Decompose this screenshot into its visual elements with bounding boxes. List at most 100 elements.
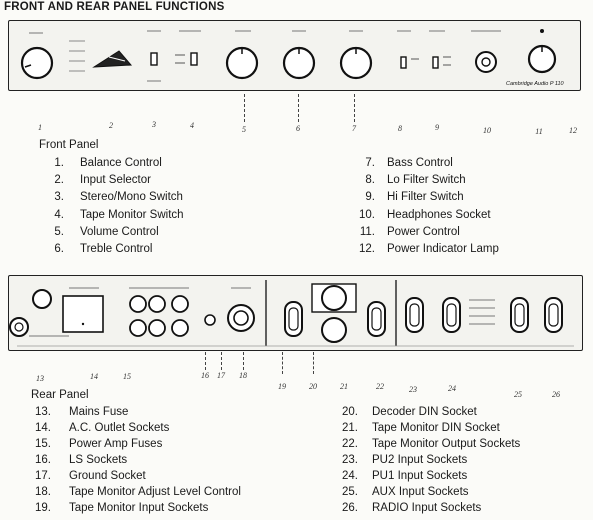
mains-fuse [9, 289, 52, 337]
legend-label: RADIO Input Sockets [372, 502, 482, 514]
radio-input-sockets [544, 297, 563, 333]
legend-item: 23. PU2 Input Sockets [338, 452, 520, 468]
legend-item: 14. A.C. Outlet Sockets [31, 420, 241, 436]
callout-leader [282, 352, 283, 374]
callout-number: 7 [352, 124, 356, 133]
legend-label: Mains Fuse [69, 406, 129, 418]
stereo-mono-switch [147, 30, 161, 82]
legend-item: 24.PU1 Input Sockets [338, 468, 520, 484]
legend-label: Treble Control [80, 243, 153, 256]
input-selector [69, 40, 133, 72]
legend-label: Tape Monitor Input Sockets [69, 502, 209, 514]
legend-label: LS Sockets [69, 454, 128, 466]
legend-label: Balance Control [80, 157, 162, 169]
callout-number: 2 [109, 121, 113, 130]
legend-number: 7. [365, 157, 375, 169]
headphones-socket [471, 30, 501, 73]
legend-label: Stereo/Mono Switch [80, 191, 183, 204]
callout-number: 14 [90, 372, 98, 381]
front-panel-heading: Front Panel [39, 139, 99, 151]
callout-leader [205, 352, 206, 370]
legend-item: 2. Input Selector [50, 172, 184, 189]
front-legend-left: 1.Balance Control 2.Input Selector 3.Ste… [50, 155, 184, 258]
legend-number: 21. [342, 422, 358, 434]
legend-label: Ground Socket [69, 470, 146, 482]
rear-panel-heading: Rear Panel [31, 389, 89, 401]
ac-outlet-sockets [62, 287, 104, 333]
front-panel-drawing: Cambridge Audio P 110 [8, 20, 581, 91]
treble-knob [282, 46, 316, 80]
legend-item: 22.Tape Monitor Output Sockets [338, 436, 520, 452]
callout-number: 13 [36, 374, 44, 383]
legend-number: 12. [359, 243, 375, 256]
legend-label: PU2 Input Sockets [372, 454, 468, 466]
legend-item: 19.Tape Monitor Input Sockets [31, 500, 241, 516]
legend-number: 6. [54, 243, 64, 256]
lo-filter-switch [397, 30, 419, 69]
legend-label: Power Control [387, 225, 460, 238]
rear-legend-left: 13.Mains Fuse 14.A.C. Outlet Sockets 15.… [31, 404, 241, 516]
ground-socket [204, 314, 216, 326]
legend-item: 21.Tape Monitor DIN Socket [338, 420, 520, 436]
legend-number: 4. [54, 208, 64, 221]
legend-label: Tape Monitor Adjust Level Control [69, 486, 241, 498]
front-legend-right: 7. Bass Control 8.Lo Filter Switch 9.Hi F… [355, 155, 499, 258]
legend-number: 23. [342, 454, 358, 466]
legend-label: Tape Monitor Output Sockets [372, 438, 521, 450]
bass-knob [339, 46, 373, 80]
legend-item: 5. Volume Control [50, 224, 184, 241]
legend-item: 15.Power Amp Fuses [31, 436, 241, 452]
legend-item: 12. Power Indicator Lamp [355, 241, 499, 258]
legend-item: 8.Lo Filter Switch [355, 172, 499, 189]
callout-number: 5 [242, 125, 246, 134]
legend-item: 25.AUX Input Sockets [338, 484, 520, 500]
selector-markings [469, 299, 495, 325]
tape-monitor-din-socket [321, 317, 347, 343]
legend-label: Bass Control [387, 157, 453, 169]
legend-item: 16.LS Sockets [31, 452, 241, 468]
callout-number: 15 [123, 372, 131, 381]
callout-number: 19 [278, 382, 286, 391]
brand-label: Cambridge Audio P 110 [506, 81, 565, 87]
legend-item: 10.Headphones Socket [355, 207, 499, 224]
legend-label: Lo Filter Switch [387, 174, 466, 187]
callout-number: 26 [552, 390, 560, 399]
callout-number: 22 [376, 382, 384, 391]
legend-label: Hi Filter Switch [387, 191, 464, 204]
rear-panel-svg [9, 280, 574, 347]
callout-number: 1 [38, 123, 42, 132]
callout-number: 10 [483, 126, 491, 135]
callout-number: 6 [296, 124, 300, 133]
tape-monitor-output-sockets [367, 301, 386, 337]
legend-item: 18.Tape Monitor Adjust Level Control [31, 484, 241, 500]
decoder-din-socket [311, 283, 357, 313]
legend-number: 14. [35, 422, 51, 434]
legend-number: 2. [54, 174, 64, 187]
legend-label: Power Amp Fuses [69, 438, 163, 450]
volume-knob [225, 46, 259, 80]
hi-filter-switch [429, 30, 451, 69]
page-title: FRONT AND REAR PANEL FUNCTIONS [4, 1, 225, 13]
callout-number: 3 [152, 120, 156, 129]
legend-number: 25. [342, 486, 358, 498]
tape-level-control [227, 287, 255, 332]
legend-number: 17. [35, 470, 51, 482]
callout-leader [298, 94, 299, 122]
legend-label: Power Indicator Lamp [387, 243, 499, 256]
legend-label: Input Selector [80, 174, 151, 187]
legend-number: 5. [54, 225, 64, 238]
legend-item: 26.RADIO Input Sockets [338, 500, 520, 516]
legend-item: 9.Hi Filter Switch [355, 189, 499, 206]
legend-label: Tape Monitor Switch [80, 208, 184, 221]
legend-label: A.C. Outlet Sockets [69, 422, 170, 434]
callout-leader [244, 94, 245, 122]
legend-label: Volume Control [80, 225, 159, 238]
legend-number: 11. [359, 225, 375, 238]
callout-number: 21 [340, 382, 348, 391]
legend-label: Headphones Socket [387, 208, 491, 221]
rear-panel-drawing [8, 275, 583, 351]
legend-item: 4. Tape Monitor Switch [50, 207, 184, 224]
aux-input-sockets [510, 297, 529, 333]
pu2-input-sockets [405, 297, 424, 333]
rear-legend-right: 20.Decoder DIN Socket 21.Tape Monitor DI… [338, 404, 520, 516]
